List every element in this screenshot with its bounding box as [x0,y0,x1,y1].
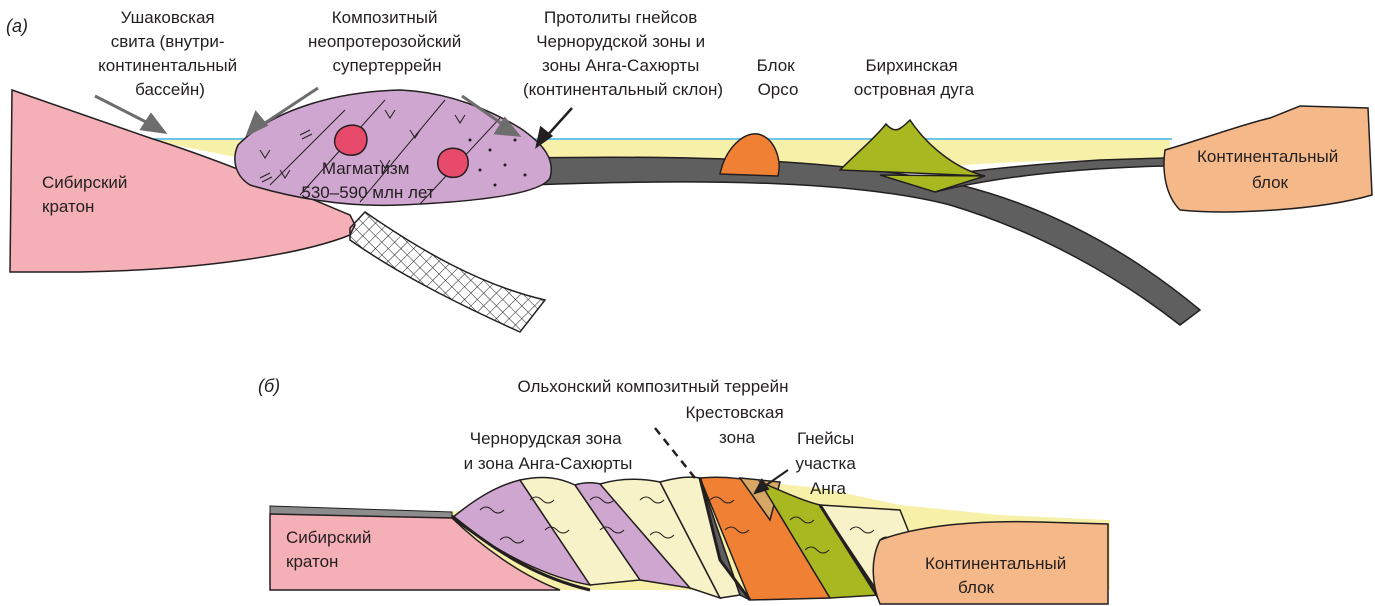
label-chernorud: Чернорудская зона и зона Анга-Сахюрты [464,429,633,473]
panel-b: (б) [258,376,1110,604]
subducting-slab [530,157,1200,325]
label-krestovka: Крестовская зона [686,403,789,447]
crosshatched-slab [350,212,545,332]
magma-intrusion-1 [335,125,367,155]
magma-intrusion-2 [438,148,468,177]
label-orso-block: Блок Орсо [757,56,800,99]
dashed-boundary [655,428,695,478]
panel-a-letter: (а) [6,16,28,36]
label-protoliths: Протолиты гнейсов Чернорудской зоны и зо… [523,8,723,99]
panel-b-letter: (б) [258,376,280,396]
label-ushakovka: Ушаковская свита (внутри- континентальны… [98,8,242,99]
panel-a: (а) [6,8,1372,332]
label-birkhin-arc: Бирхинская островная дуга [854,56,975,99]
label-composite-superterrane: Композитный неопротерозойский супертерре… [308,8,466,75]
label-olkhon-terrane: Ольхонский композитный террейн [517,377,788,396]
